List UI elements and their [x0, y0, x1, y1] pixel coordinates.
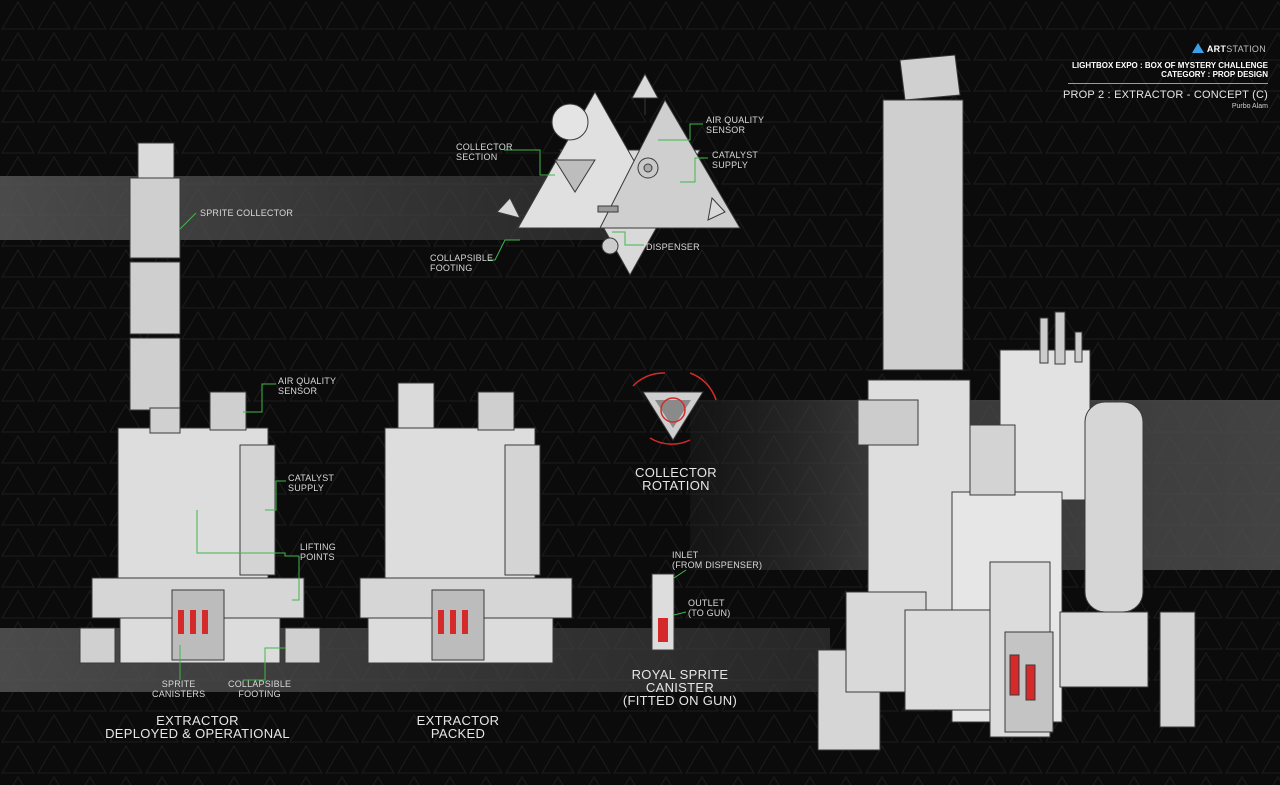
extractor-isometric-render	[817, 54, 1196, 751]
label-sprite-canisters: SPRITE CANISTERS	[152, 679, 206, 699]
challenge-title: LIGHTBOX EXPO : BOX OF MYSTERY CHALLENGE	[1071, 61, 1268, 70]
brand-art: ART	[1206, 44, 1227, 54]
label-collector-section: COLLECTOR SECTION	[456, 142, 513, 162]
label-inlet: INLET (FROM DISPENSER)	[672, 550, 763, 570]
label-catalyst-supply: CATALYST SUPPLY	[288, 473, 335, 493]
label-air-quality-sensor: AIR QUALITY SENSOR	[278, 376, 337, 396]
label-lifting-points: LIFTING POINTS	[300, 542, 336, 562]
label-outlet: OUTLET (TO GUN)	[688, 598, 731, 618]
category-title: CATEGORY : PROP DESIGN	[1161, 70, 1268, 79]
caption-extractor-deployed: EXTRACTOR DEPLOYED & OPERATIONAL	[105, 713, 290, 741]
label-dispenser: DISPENSER	[646, 242, 700, 252]
extractor-deployed-view	[79, 142, 321, 664]
artstation-brand: ARTSTATION	[1207, 44, 1266, 54]
caption-collector-rotation: COLLECTOR ROTATION	[635, 465, 717, 493]
label-top-air-quality-sensor: AIR QUALITY SENSOR	[706, 115, 765, 135]
collector-rotation-diagram	[632, 372, 717, 445]
header-divider	[1068, 83, 1268, 84]
prop-title: PROP 2 : EXTRACTOR - CONCEPT (C)	[1062, 89, 1268, 101]
label-sprite-collector: SPRITE COLLECTOR	[200, 208, 294, 218]
royal-sprite-canister-diagram	[651, 569, 687, 651]
extractor-top-view	[496, 72, 741, 277]
label-top-catalyst-supply: CATALYST SUPPLY	[712, 150, 759, 170]
brand-station: STATION	[1226, 44, 1266, 54]
extractor-packed-view	[359, 382, 573, 664]
caption-royal-sprite-canister: ROYAL SPRITE CANISTER (FITTED ON GUN)	[622, 667, 738, 708]
label-top-collapsible-footing: COLLAPSIBLE FOOTING	[430, 253, 494, 273]
artstation-logo-icon	[1192, 43, 1204, 53]
label-collapsible-footing: COLLAPSIBLE FOOTING	[228, 679, 292, 699]
author-name: Purbo Alam	[1231, 103, 1268, 110]
caption-extractor-packed: EXTRACTOR PACKED	[416, 713, 500, 741]
callout-leader-lines	[179, 123, 708, 681]
